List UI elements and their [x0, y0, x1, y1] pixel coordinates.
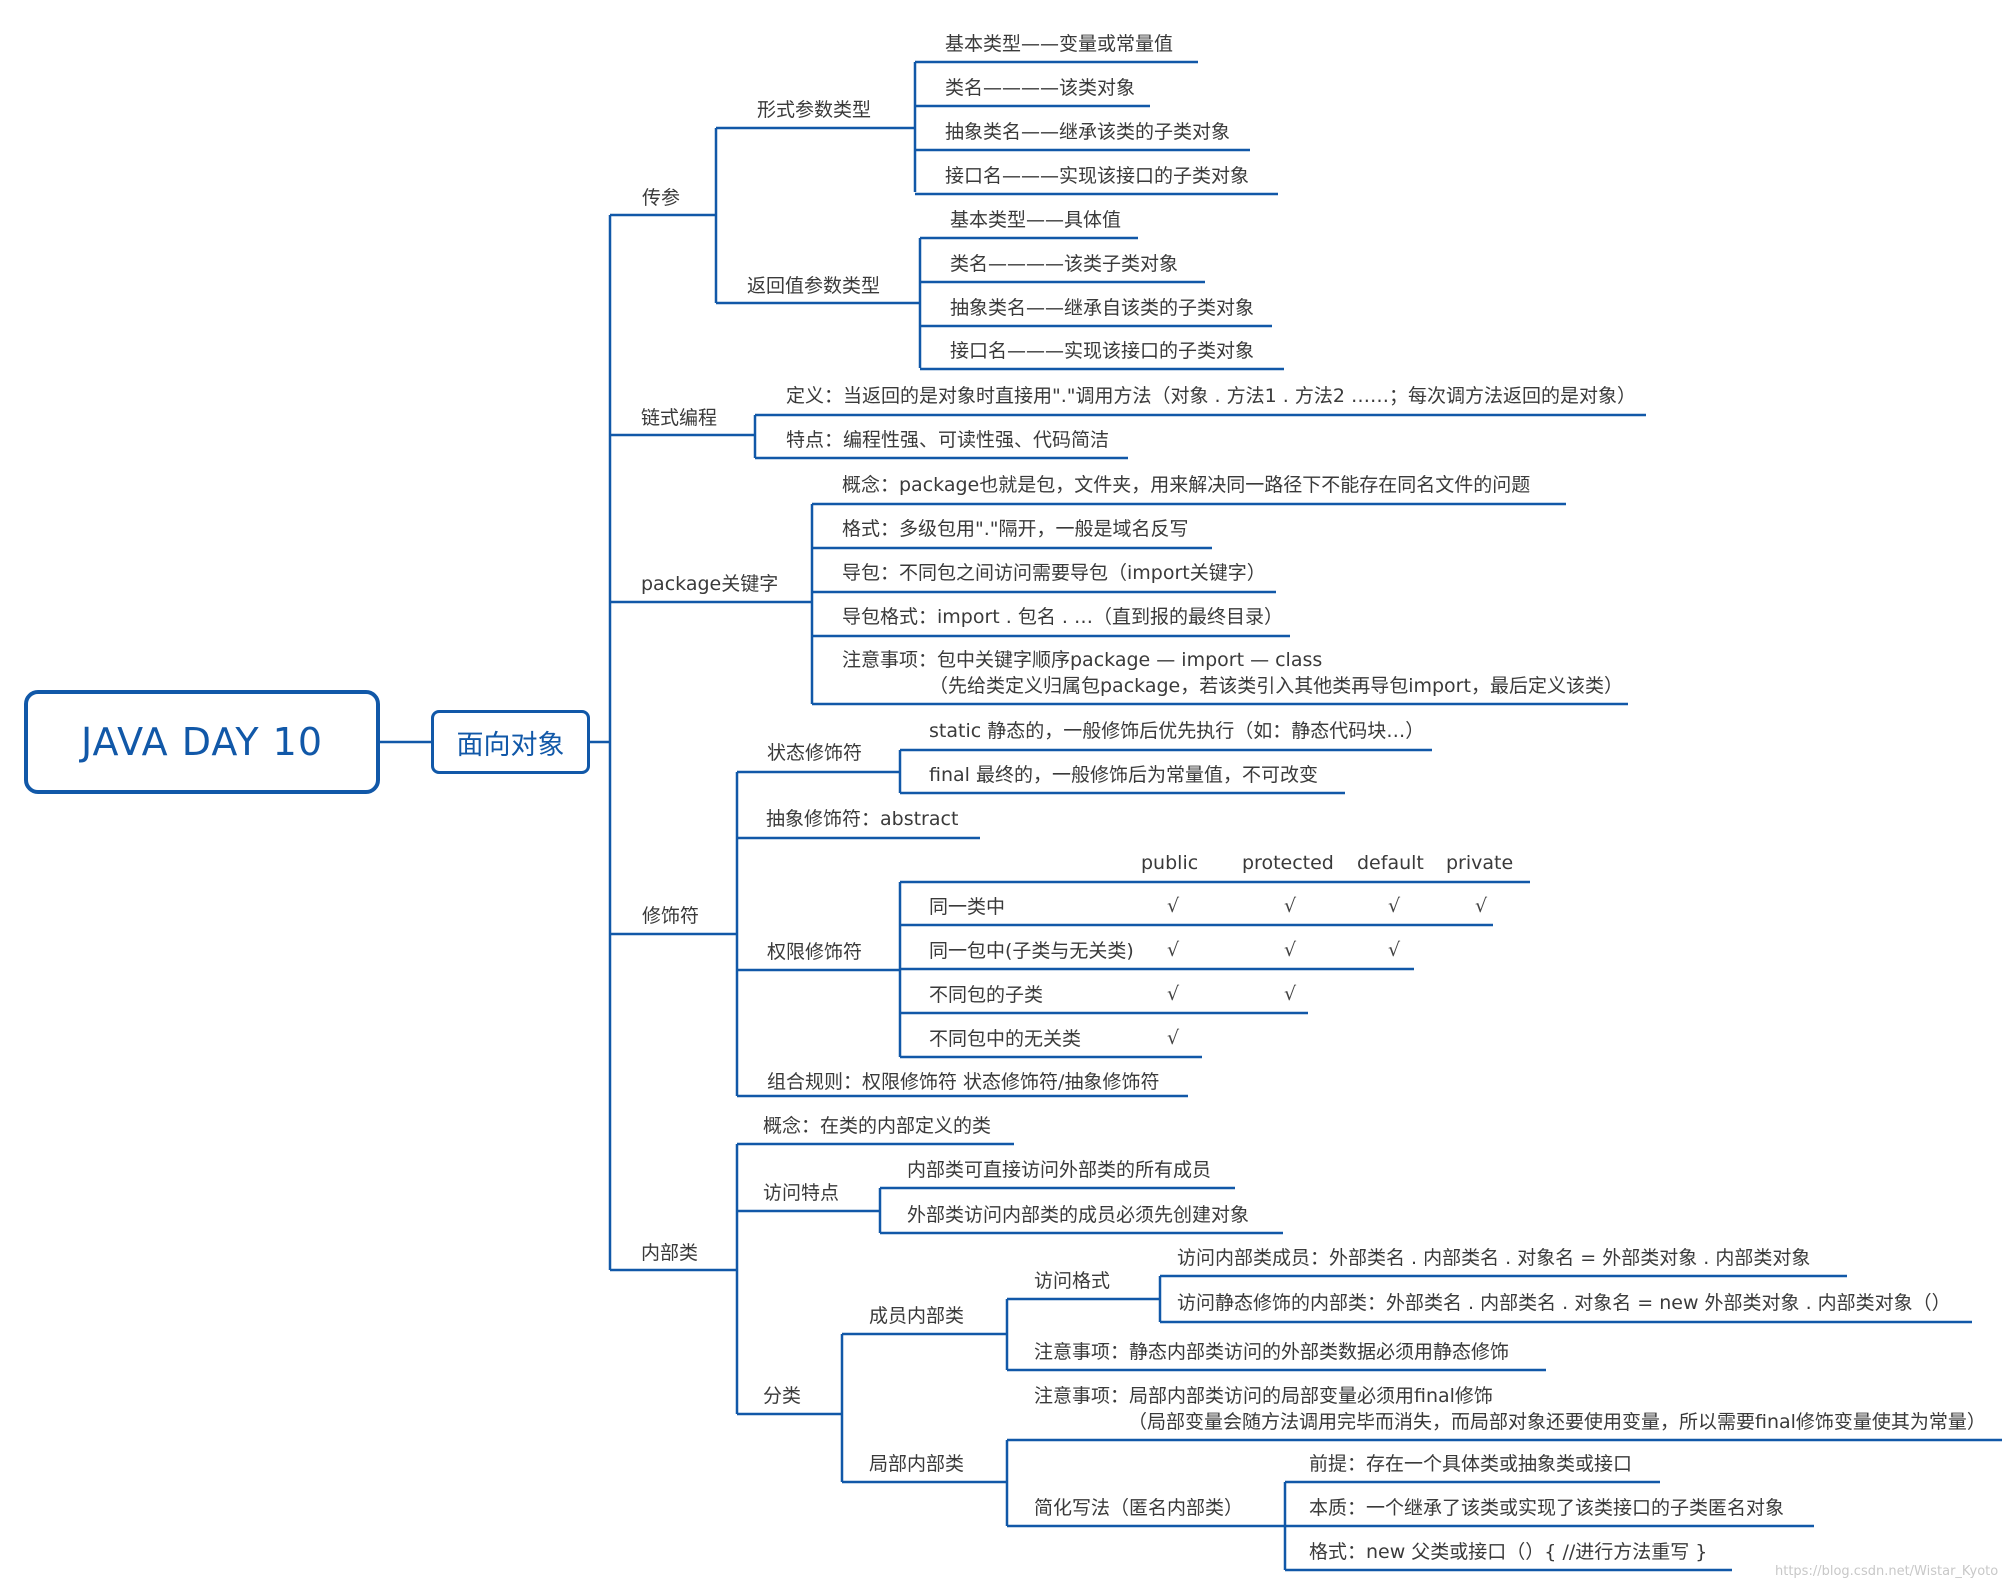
leaf-final[interactable]: final 最终的，一般修饰后为常量值，不可改变 [929, 764, 1318, 786]
node-member-inner-class[interactable]: 成员内部类 [869, 1305, 965, 1327]
leaf-access-format-2[interactable]: 访问静态修饰的内部类：外部类名 . 内部类名 . 对象名 = new 外部类对象… [1177, 1292, 1951, 1314]
check-cell: √ [1167, 1027, 1180, 1049]
leaf-return-2[interactable]: 类名————该类子类对象 [950, 253, 1179, 275]
leaf-static[interactable]: static 静态的，一般修饰后优先执行（如：静态代码块…） [929, 720, 1425, 742]
access-row-same-class[interactable]: 同一类中 [929, 896, 1006, 918]
leaf-formal-4[interactable]: 接口名———实现该接口的子类对象 [945, 165, 1250, 187]
node-abstract-modifier[interactable]: 抽象修饰符：abstract [766, 808, 959, 830]
leaf-return-1[interactable]: 基本类型——具体值 [950, 209, 1122, 231]
check-cell: √ [1284, 939, 1297, 961]
node-package-keyword[interactable]: package关键字 [641, 573, 779, 595]
node-params[interactable]: 传参 [642, 187, 681, 209]
node-access-format[interactable]: 访问格式 [1034, 1270, 1111, 1292]
leaf-access-1[interactable]: 内部类可直接访问外部类的所有成员 [907, 1159, 1212, 1181]
leaf-member-note[interactable]: 注意事项：静态内部类访问的外部类数据必须用静态修饰 [1034, 1341, 1510, 1363]
node-formal-param-type[interactable]: 形式参数类型 [757, 99, 872, 121]
check-cell: √ [1388, 939, 1401, 961]
leaf-return-3[interactable]: 抽象类名——继承自该类的子类对象 [950, 297, 1255, 319]
leaf-formal-2[interactable]: 类名————该类对象 [945, 77, 1136, 99]
leaf-package-notes[interactable]: 注意事项：包中关键字顺序package — import — class [842, 649, 1323, 671]
node-inner-class[interactable]: 内部类 [641, 1242, 699, 1264]
node-access-features[interactable]: 访问特点 [763, 1182, 840, 1204]
leaf-anon-essence[interactable]: 本质：一个继承了该类或实现了该类接口的子类匿名对象 [1309, 1497, 1785, 1519]
check-cell: √ [1284, 895, 1297, 917]
header-public: public [1141, 852, 1199, 874]
node-local-inner-class[interactable]: 局部内部类 [869, 1453, 965, 1475]
watermark: https://blog.csdn.net/Wistar_Kyoto [1775, 1564, 1999, 1579]
leaf-access-format-1[interactable]: 访问内部类成员：外部类名 . 内部类名 . 对象名 = 外部类对象 . 内部类对… [1177, 1247, 1811, 1269]
leaf-anon-premise[interactable]: 前提：存在一个具体类或抽象类或接口 [1309, 1453, 1633, 1475]
node-access-modifiers[interactable]: 权限修饰符 [767, 941, 863, 963]
leaf-formal-3[interactable]: 抽象类名——继承该类的子类对象 [945, 121, 1231, 143]
leaf-package-notes-detail: （先给类定义归属包package，若该类引入其他类再导包import，最后定义该… [929, 675, 1623, 697]
leaf-inner-concept[interactable]: 概念：在类的内部定义的类 [763, 1115, 992, 1137]
leaf-chain-features[interactable]: 特点：编程性强、可读性强、代码简洁 [786, 429, 1110, 451]
check-cell: √ [1388, 895, 1401, 917]
node-modifiers[interactable]: 修饰符 [642, 905, 700, 927]
leaf-package-format[interactable]: 格式：多级包用"."隔开，一般是域名反写 [842, 518, 1189, 540]
node-classification[interactable]: 分类 [763, 1385, 802, 1407]
node-anonymous-inner-class[interactable]: 简化写法（匿名内部类） [1034, 1497, 1244, 1519]
check-cell: √ [1284, 983, 1297, 1005]
node-state-modifiers[interactable]: 状态修饰符 [767, 742, 863, 764]
check-cell: √ [1167, 939, 1180, 961]
access-row-diff-package-subclass[interactable]: 不同包的子类 [929, 984, 1044, 1006]
leaf-chain-definition[interactable]: 定义：当返回的是对象时直接用"."调用方法（对象 . 方法1 . 方法2 ……；… [786, 385, 1636, 407]
check-cell: √ [1475, 895, 1488, 917]
leaf-local-note[interactable]: 注意事项：局部内部类访问的局部变量必须用final修饰 [1034, 1385, 1493, 1407]
leaf-formal-1[interactable]: 基本类型——变量或常量值 [945, 33, 1174, 55]
access-row-diff-package-unrelated[interactable]: 不同包中的无关类 [929, 1028, 1082, 1050]
node-combo-rules[interactable]: 组合规则：权限修饰符 状态修饰符/抽象修饰符 [767, 1071, 1160, 1093]
header-default: default [1357, 852, 1424, 874]
leaf-package-import-format[interactable]: 导包格式：import . 包名 . …（直到报的最终目录） [842, 606, 1283, 628]
leaf-local-note-detail: （局部变量会随方法调用完毕而消失，而局部对象还要使用变量，所以需要final修饰… [1128, 1411, 1986, 1433]
leaf-return-4[interactable]: 接口名———实现该接口的子类对象 [950, 340, 1255, 362]
node-return-param-type[interactable]: 返回值参数类型 [747, 275, 881, 297]
check-cell: √ [1167, 895, 1180, 917]
main-topic-node[interactable]: 面向对象 [431, 710, 590, 774]
check-cell: √ [1167, 983, 1180, 1005]
header-protected: protected [1242, 852, 1334, 874]
leaf-package-concept[interactable]: 概念：package也就是包，文件夹，用来解决同一路径下不能存在同名文件的问题 [842, 474, 1531, 496]
root-node[interactable]: JAVA DAY 10 [24, 690, 380, 794]
leaf-package-import[interactable]: 导包：不同包之间访问需要导包（import关键字） [842, 562, 1266, 584]
leaf-access-2[interactable]: 外部类访问内部类的成员必须先创建对象 [907, 1204, 1250, 1226]
node-chain-programming[interactable]: 链式编程 [641, 407, 718, 429]
header-private: private [1446, 852, 1514, 874]
access-row-same-package[interactable]: 同一包中(子类与无关类) [929, 940, 1134, 962]
leaf-anon-format[interactable]: 格式：new 父类或接口（）{ //进行方法重写 } [1309, 1541, 1708, 1563]
